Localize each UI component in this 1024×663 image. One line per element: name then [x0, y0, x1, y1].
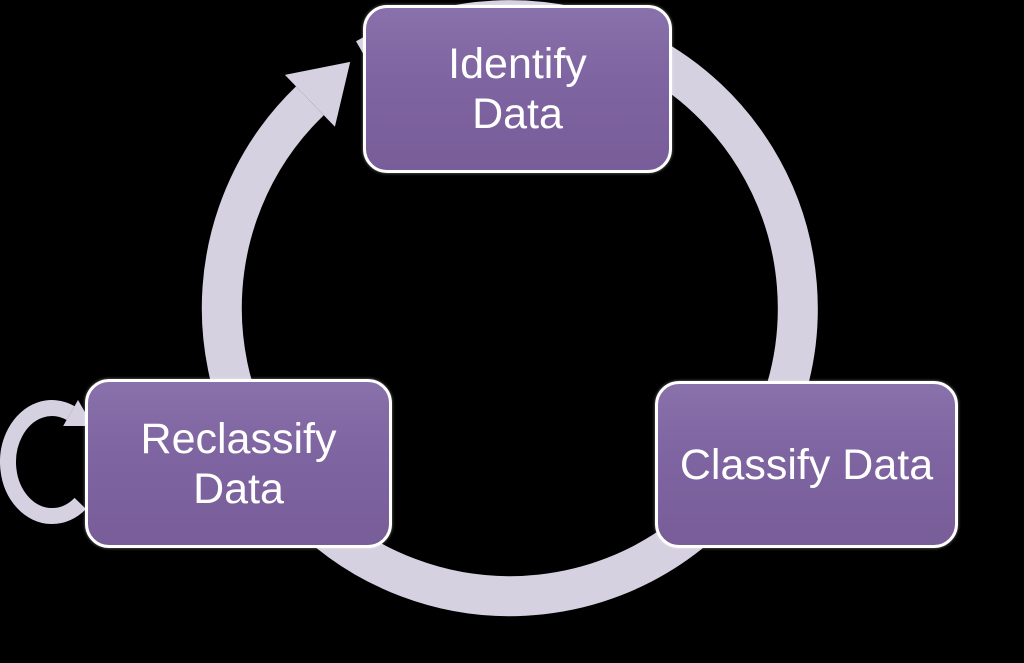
node-reclassify-data-label-line2: Data — [193, 464, 284, 513]
cycle-arrow-head — [284, 61, 351, 127]
node-identify-data-label-line1: Identify — [448, 40, 587, 88]
node-classify-data-label-line1: Classify Data — [679, 440, 934, 489]
node-identify-data: Identify Data — [363, 5, 672, 173]
node-reclassify-data: Reclassify Data — [85, 379, 392, 548]
self-loop-arrow — [0, 400, 87, 525]
node-classify-data: Classify Data — [655, 381, 958, 548]
node-reclassify-data-label-line1: Reclassify — [140, 414, 337, 463]
node-identify-data-label-line2: Data — [472, 90, 563, 138]
